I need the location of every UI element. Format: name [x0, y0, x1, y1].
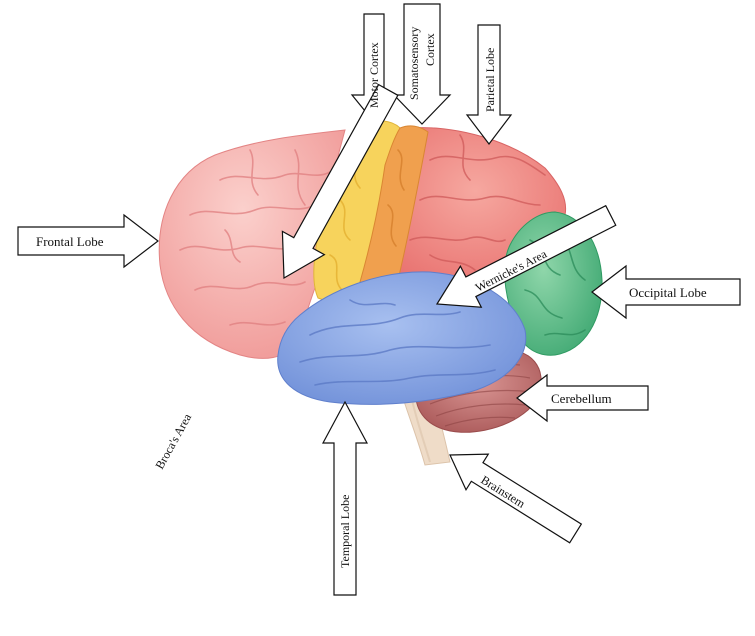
temporal-lobe-arrow: [321, 400, 369, 596]
brocas-area-arrow: [281, 83, 399, 280]
brainstem-arrow: [449, 453, 583, 544]
occipital-lobe-label: Occipital Lobe: [629, 285, 707, 300]
somatosensory-cortex-arrow: [392, 3, 452, 125]
cerebellum-label: Cerebellum: [551, 391, 612, 406]
brain-illustration: [158, 120, 603, 466]
frontal-lobe-label: Frontal Lobe: [36, 234, 104, 249]
wernickes-area-arrow: [435, 204, 617, 308]
motor-cortex-label: Motor Cortex: [367, 42, 381, 108]
cerebellum-arrow: [516, 373, 649, 423]
somatosensory-label-line1: Somatosensory: [407, 27, 421, 100]
occipital-lobe-arrow: [591, 264, 741, 320]
brocas-area-label: Broca's Area: [152, 411, 194, 472]
somatosensory-label-line2: Cortex: [423, 33, 437, 66]
temporal-lobe-label: Temporal Lobe: [338, 495, 352, 568]
parietal-lobe-label: Parietal Lobe: [483, 48, 497, 112]
parietal-lobe-arrow: [465, 24, 513, 145]
arrows: [17, 3, 741, 596]
frontal-lobe-arrow: [17, 213, 159, 269]
